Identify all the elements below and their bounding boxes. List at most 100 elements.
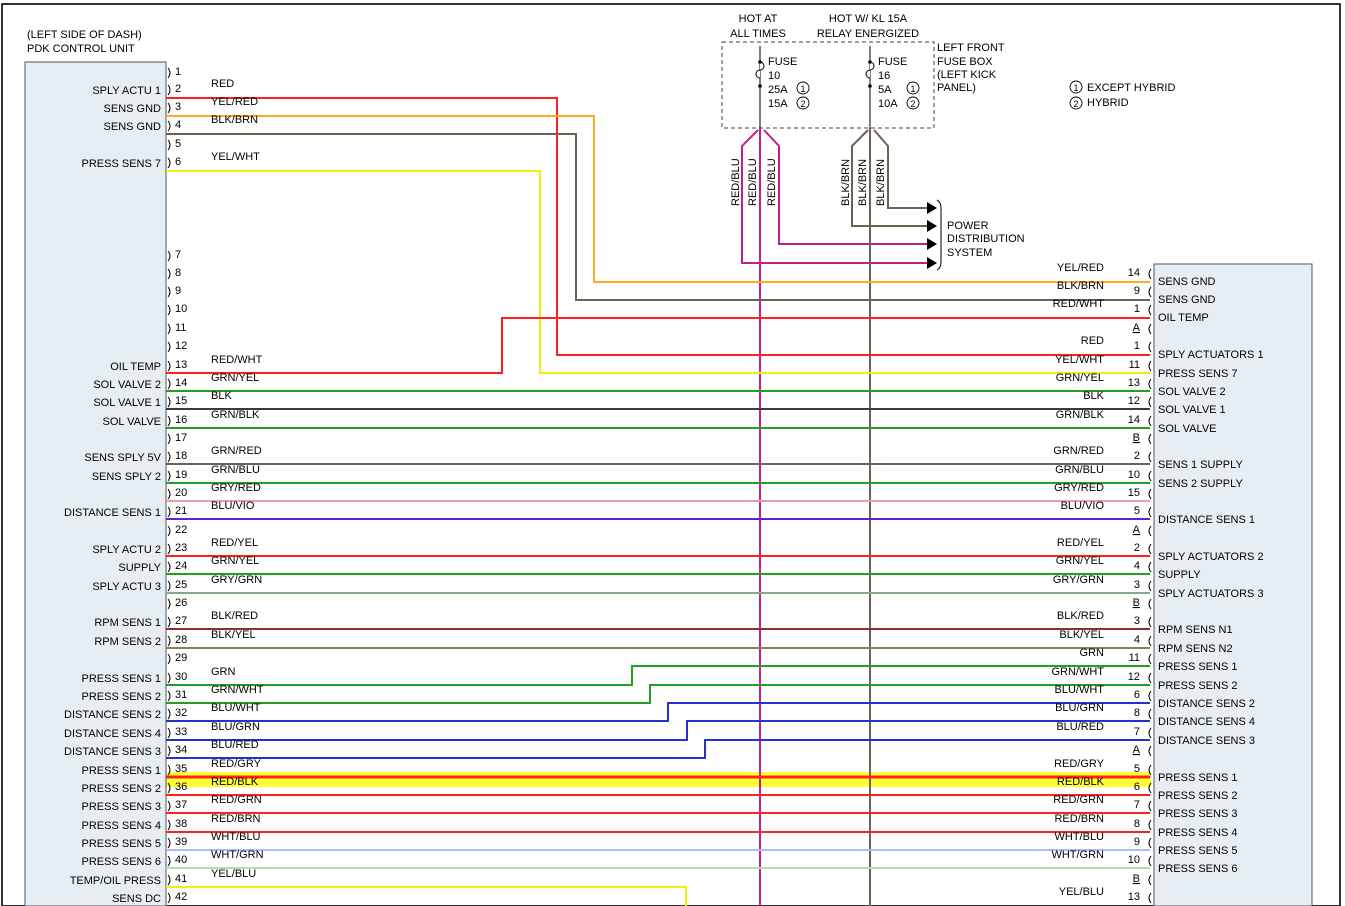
harness-wires bbox=[166, 97, 1150, 906]
right-signal-label: SOL VALVE 1 bbox=[1158, 404, 1226, 416]
power-wire-blkbrn-2 bbox=[873, 129, 929, 209]
right-pin-number: 11 bbox=[1129, 359, 1140, 371]
left-signal-label: SENS SPLY 2 bbox=[92, 471, 161, 483]
all-times-label: ALL TIMES bbox=[730, 28, 786, 40]
fuse-b-word: FUSE bbox=[878, 56, 907, 68]
left-pin-terminal bbox=[167, 304, 171, 316]
left-pin-terminal bbox=[167, 764, 171, 776]
left-signal-label: SPLY ACTU 2 bbox=[92, 544, 161, 556]
right-pin-terminal bbox=[1148, 360, 1152, 372]
right-pin-terminal bbox=[1148, 341, 1152, 353]
left-pin-number: 38 bbox=[175, 818, 187, 830]
left-signal-label: SUPPLY bbox=[118, 562, 161, 574]
left-pin-number: 11 bbox=[175, 322, 186, 334]
left-pin-number: 26 bbox=[175, 597, 187, 609]
left-pin-terminal bbox=[167, 874, 171, 886]
right-pin-number: 5 bbox=[1134, 505, 1140, 517]
harness-wire bbox=[166, 739, 1150, 759]
right-pin-number: 9 bbox=[1134, 285, 1140, 297]
right-signal-label: PRESS SENS 2 bbox=[1158, 680, 1237, 692]
left-pin-number: 40 bbox=[175, 854, 187, 866]
left-wire-color-label: BLU/RED bbox=[211, 739, 259, 751]
left-pin-number: 13 bbox=[175, 359, 187, 371]
left-wire-color-label: GRN/BLU bbox=[211, 464, 260, 476]
left-pin-terminal bbox=[167, 708, 171, 720]
power-label-3: SYSTEM bbox=[947, 247, 992, 259]
left-pin-terminal bbox=[167, 323, 171, 335]
left-signal-label: PRESS SENS 2 bbox=[82, 783, 161, 795]
power-label-2: DISTRIBUTION bbox=[947, 233, 1025, 245]
left-pin-terminal bbox=[167, 782, 171, 794]
right-wire-color-label: BLK bbox=[1083, 390, 1104, 402]
left-wire-color-label: GRN bbox=[211, 666, 236, 678]
left-pin-terminal bbox=[167, 378, 171, 390]
left-pin-terminal bbox=[167, 690, 171, 702]
fuse-a-icon bbox=[755, 61, 765, 79]
left-wire-color-label: WHT/BLU bbox=[211, 831, 261, 843]
left-pin-terminal bbox=[167, 727, 171, 739]
left-signal-label: PRESS SENS 5 bbox=[82, 838, 161, 850]
right-signal-label: SENS GND bbox=[1158, 294, 1216, 306]
legend-circle-1 bbox=[1069, 80, 1083, 94]
left-pin-number: 27 bbox=[175, 615, 187, 627]
power-wire-blkbrn-1 bbox=[851, 129, 929, 227]
left-pin-number: 19 bbox=[175, 469, 187, 481]
left-pin-terminal bbox=[167, 855, 171, 867]
left-signal-label: PRESS SENS 6 bbox=[82, 856, 161, 868]
fuse-a-word: FUSE bbox=[768, 56, 797, 68]
left-signal-label: SENS GND bbox=[104, 103, 162, 115]
left-pin-terminal bbox=[167, 616, 171, 628]
right-pin-number: 11 bbox=[1129, 652, 1140, 664]
left-pin-terminal bbox=[167, 84, 171, 96]
left-pin-terminal bbox=[167, 543, 171, 555]
left-pin-terminal bbox=[167, 892, 171, 904]
right-wire-color-label: RED/BLK bbox=[1057, 776, 1105, 788]
left-wire-color-label: RED bbox=[211, 78, 234, 90]
left-signal-label: RPM SENS 1 bbox=[94, 617, 161, 629]
left-signal-label: SOL VALVE 1 bbox=[93, 397, 161, 409]
right-wire-color-label: RED/WHT bbox=[1053, 298, 1105, 310]
left-pin-terminal bbox=[167, 139, 171, 151]
right-signal-label: DISTANCE SENS 2 bbox=[1158, 698, 1255, 710]
left-wire-color-label: BLU/VIO bbox=[211, 500, 255, 512]
left-pin-number: 9 bbox=[175, 285, 181, 297]
right-signal-label: RPM SENS N2 bbox=[1158, 643, 1233, 655]
right-pin-terminal bbox=[1148, 690, 1152, 702]
left-pin-number: 37 bbox=[175, 799, 187, 811]
left-signal-label: RPM SENS 2 bbox=[94, 636, 161, 648]
right-wire-color-label: WHT/GRN bbox=[1051, 849, 1104, 861]
right-pin-terminal bbox=[1148, 304, 1152, 316]
right-pin-number: 2 bbox=[1134, 542, 1140, 554]
wire-label-redblu-3: RED/BLU bbox=[766, 158, 778, 206]
right-pin-number: A bbox=[1133, 322, 1141, 334]
right-pin-number: 1 bbox=[1134, 303, 1140, 315]
right-wire-color-label: BLK/RED bbox=[1057, 610, 1104, 622]
fuse-a-rating-2: 15A bbox=[768, 98, 788, 110]
fuse-b-dot-bottom bbox=[868, 84, 872, 88]
left-wire-color-label: WHT/GRN bbox=[211, 849, 264, 861]
wire-label-redblu-2: RED/BLU bbox=[747, 158, 759, 206]
left-signal-label: PRESS SENS 4 bbox=[82, 820, 161, 832]
left-signal-label: PRESS SENS 3 bbox=[82, 801, 161, 813]
right-pin-number: 2 bbox=[1134, 450, 1140, 462]
right-wire-color-label: YEL/BLU bbox=[1059, 886, 1104, 898]
left-wire-color-label: BLK/BRN bbox=[211, 114, 258, 126]
right-pin-number: 12 bbox=[1128, 671, 1140, 683]
right-pin-number: 13 bbox=[1128, 891, 1140, 903]
right-pin-terminal bbox=[1148, 286, 1152, 298]
right-wire-color-label: BLK/YEL bbox=[1059, 629, 1104, 641]
legend-num-2: 2 bbox=[1073, 99, 1078, 109]
fuse-a-circle-1 bbox=[796, 81, 810, 95]
left-signal-label: DISTANCE SENS 2 bbox=[64, 709, 161, 721]
fuse-b-rating-2: 10A bbox=[878, 98, 898, 110]
fuse-a-circle-1-num: 1 bbox=[800, 84, 805, 94]
right-pin-terminal bbox=[1148, 800, 1152, 812]
right-pin-number: 15 bbox=[1128, 487, 1140, 499]
right-pin-number: 6 bbox=[1134, 689, 1140, 701]
left-pin-number: 16 bbox=[175, 414, 187, 426]
right-pin-terminal bbox=[1148, 580, 1152, 592]
right-wire-color-label: GRN/BLU bbox=[1055, 464, 1104, 476]
left-pin-terminal bbox=[167, 341, 171, 353]
highlight-wire bbox=[166, 772, 1151, 787]
